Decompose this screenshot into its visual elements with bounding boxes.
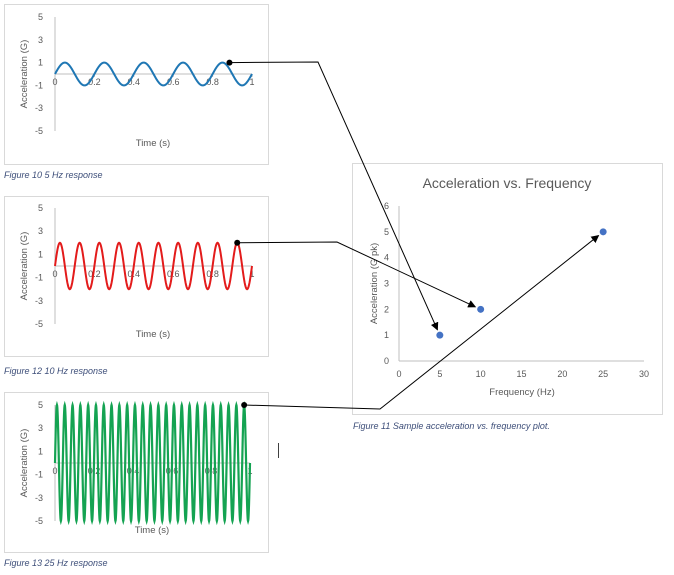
x-tick-label: 0: [52, 466, 57, 476]
y-tick-label: 0: [384, 356, 389, 366]
x-tick-label: 30: [639, 369, 649, 379]
x-tick-label: 0.8: [206, 269, 219, 279]
y-axis-title: Acceleration (G pk): [369, 243, 380, 324]
arrow-25hz: [244, 234, 600, 410]
caption-fig10: Figure 10 5 Hz response: [4, 170, 103, 180]
series-line-25hz: [53, 400, 252, 526]
arrow-5hz: [229, 61, 439, 331]
x-axis-title: Time (s): [135, 525, 169, 536]
x-tick-label: 10: [476, 369, 486, 379]
y-tick-label: 1: [384, 330, 389, 340]
y-tick-label: -5: [35, 319, 43, 329]
x-tick-label: 1: [249, 77, 254, 87]
x-axis-title: Time (s): [136, 329, 170, 340]
chart-accel-freq-frame: [352, 163, 663, 415]
y-tick-label: -3: [35, 493, 43, 503]
arrow-10hz: [237, 241, 477, 308]
y-tick-label: 3: [38, 35, 43, 45]
y-tick-label: -5: [35, 516, 43, 526]
x-tick-label: 25: [598, 369, 608, 379]
x-tick-label: 0.2: [88, 269, 101, 279]
x-tick-label: 0: [396, 369, 401, 379]
y-tick-label: -5: [35, 126, 43, 136]
x-tick-label: 0.6: [167, 269, 180, 279]
connector-arrows: [229, 61, 600, 410]
caption-fig13: Figure 13 25 Hz response: [4, 558, 108, 568]
y-tick-label: 5: [38, 12, 43, 22]
x-tick-label: 0: [52, 77, 57, 87]
y-tick-label: 3: [384, 279, 389, 289]
series-line-10hz: [54, 241, 253, 291]
y-tick-label: 5: [384, 227, 389, 237]
y-axis-title: Acceleration (G): [19, 40, 30, 109]
x-tick-label: 5: [437, 369, 442, 379]
y-tick-label: -1: [35, 470, 43, 480]
y-tick-label: -3: [35, 296, 43, 306]
x-axis-title: Time (s): [136, 138, 170, 149]
y-tick-label: 1: [38, 58, 43, 68]
chart-5hz-frame: [4, 4, 269, 165]
scatter-point-10hz: [477, 305, 485, 313]
y-tick-label: 6: [384, 201, 389, 211]
x-tick-label: 0.4: [128, 269, 141, 279]
y-axis-title: Acceleration (G): [19, 232, 30, 301]
x-tick-label: 0.2: [88, 77, 101, 87]
x-tick-label: 20: [557, 369, 567, 379]
x-tick-label: 0.6: [167, 77, 180, 87]
chart-title: Acceleration vs. Frequency: [423, 175, 592, 191]
x-tick-label: 0: [52, 269, 57, 279]
caption-fig11: Figure 11 Sample acceleration vs. freque…: [353, 421, 550, 431]
y-tick-label: 5: [38, 400, 43, 410]
x-tick-label: 1: [249, 269, 254, 279]
scatter-point-25hz: [599, 228, 607, 236]
y-tick-label: 1: [38, 249, 43, 259]
scatter-point-5hz: [436, 331, 444, 339]
y-tick-label: 4: [384, 253, 389, 263]
y-tick-label: 3: [38, 226, 43, 236]
y-axis-title: Acceleration (G): [19, 429, 30, 498]
chart-accel-vs-freq: Acceleration vs. Frequency 0 1 2 3 4 5 6 0 5 10 15 2…: [369, 175, 649, 398]
y-tick-label: 5: [38, 203, 43, 213]
x-tick-label: 0.4: [128, 77, 141, 87]
x-axis-title: Frequency (Hz): [489, 387, 554, 398]
caption-fig12: Figure 12 10 Hz response: [4, 366, 108, 376]
y-tick-label: 3: [38, 423, 43, 433]
y-tick-label: -3: [35, 103, 43, 113]
y-tick-label: 1: [38, 446, 43, 456]
y-tick-label: -1: [35, 80, 43, 90]
y-tick-label: -1: [35, 273, 43, 283]
y-tick-label: 2: [384, 304, 389, 314]
x-tick-label: 0.8: [206, 77, 219, 87]
x-tick-label: 15: [516, 369, 526, 379]
series-line-5hz: [54, 61, 253, 87]
